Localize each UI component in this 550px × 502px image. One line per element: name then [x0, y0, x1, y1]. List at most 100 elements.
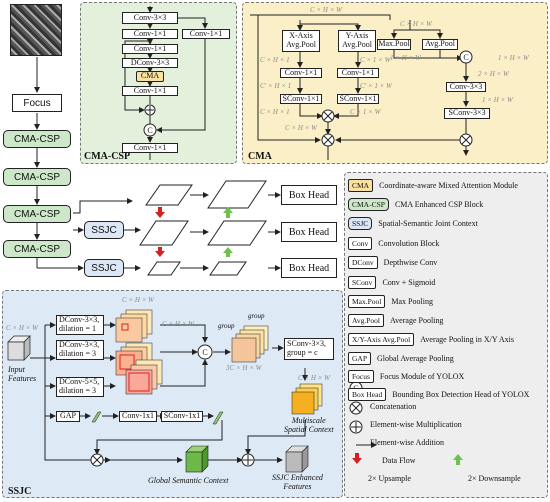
legend-down-desc: 2× Downsample: [468, 474, 521, 483]
pyramid-plane: [209, 261, 247, 276]
box-head-1: Box Head: [281, 185, 337, 205]
box-head-3: Box Head: [281, 258, 337, 278]
legend-key: X/Y-Axis Avg.Pool: [348, 332, 415, 346]
ssjc-branch-2-dim: C × H × W: [162, 320, 195, 328]
legend-item-focus: Focus Focus Module of YOLOX: [348, 369, 464, 383]
ssjc-gap: GAP: [56, 411, 80, 422]
csp-dconv3x3: DConv-3×3: [122, 58, 178, 68]
legend-key: CMA: [348, 178, 374, 192]
cma-dim-in-right: C × H × W: [400, 20, 433, 28]
ssjc-branch-2: DConv-3×3, dilation = 3: [56, 340, 104, 360]
cma-dim-conv-l-out: C' × H × 1: [260, 82, 292, 90]
legend-key: Max.Pool: [348, 294, 386, 308]
enhanced-feature-cube: [285, 445, 309, 473]
cma-dim-maxpool-out: 1 × H × W: [390, 54, 421, 62]
ssjc-branch-1: DConv-3×3, dilation = 1: [56, 315, 104, 335]
legend-flow-desc: Data Flow: [382, 456, 416, 465]
legend-mul-desc: Element-wise Multiplication: [370, 420, 462, 429]
pyramid-plane: [145, 184, 193, 206]
legend-item-sconv: SConv Conv + Sigmoid: [348, 275, 435, 289]
legend-key: GAP: [348, 351, 372, 365]
legend-key: Focus: [348, 369, 374, 383]
legend-add-desc: Element-wise Addition: [370, 438, 444, 447]
ssjc-multiscale-label: Multiscale Spatial Context: [284, 416, 334, 434]
legend-key: CMA-CSP: [348, 197, 389, 211]
cma-sconv-right: SConv-1×1: [337, 94, 379, 104]
pyramid-plane: [147, 261, 181, 276]
cma-csp-block-3: CMA-CSP: [3, 205, 71, 223]
pyramid-plane: [207, 180, 267, 209]
cma-dim-mul-out: C × H × W: [285, 124, 318, 132]
upsample-arrows: [155, 207, 362, 464]
legend-key: SSJC: [348, 216, 373, 230]
ssjc-title: SSJC: [8, 486, 32, 497]
multiscale-spatial-stack: [291, 383, 323, 415]
legend-desc: Bounding Box Detection Head of YOLOX: [392, 389, 530, 399]
pyramid-plane: [139, 220, 189, 246]
cma-sconv3x3: SConv-3×3: [444, 108, 490, 119]
ssjc-global-label: Global Semantic Context: [148, 476, 229, 485]
legend-item-conv: Conv Convolution Block: [348, 236, 439, 250]
csp-conv3x3: Conv-3×3: [122, 12, 178, 24]
gap-vector-1: [91, 411, 102, 423]
cma-dim-sconv-l-out: C × H × 1: [260, 108, 290, 116]
legend-concat-desc: Concatenation: [370, 402, 417, 411]
input-image-thumbnail: [10, 4, 62, 56]
downsample-arrows: [223, 207, 463, 465]
ssjc-block-1: SSJC: [84, 221, 124, 239]
csp-conv1x1-a: Conv-1×1: [122, 29, 178, 39]
branch-features-3: [125, 359, 163, 395]
cma-csp-title: CMA-CSP: [84, 151, 131, 162]
cma-sconv-left: SConv-1×1: [280, 94, 322, 104]
csp-conv1x1-side: Conv-1×1: [182, 29, 230, 39]
legend-item-xy-avgpool: X/Y-Axis Avg.Pool Average Pooling in X/Y…: [348, 332, 514, 346]
legend-key: Avg.Pool: [348, 313, 384, 327]
ssjc-conv1x1: Conv-1x1: [119, 411, 157, 422]
concat-c-cma: C: [463, 53, 468, 62]
legend-desc: Convolution Block: [378, 238, 440, 248]
legend-key: DConv: [348, 255, 378, 269]
legend-item-cma-csp: CMA-CSP CMA Enhanced CSP Block: [348, 197, 483, 211]
cma-conv3x3: Conv-3×3: [446, 82, 486, 92]
legend-desc: Depthwise Conv: [383, 257, 438, 267]
focus-block: Focus: [12, 94, 62, 112]
global-semantic-cube: [185, 445, 209, 473]
legend-item-cma: CMA Coordinate-aware Mixed Attention Mod…: [348, 178, 518, 192]
legend-item-dconv: DConv Depthwise Conv: [348, 255, 437, 269]
ssjc-branch-3: DConv-5×5, dilation = 3: [56, 377, 104, 397]
csp-conv1x1-out: Conv-1×1: [122, 143, 178, 153]
ssjc-enhanced-label: SSJC Enhanced Features: [272, 473, 323, 491]
cma-avgpool: Avg.Pool: [422, 39, 458, 50]
legend-up-desc: 2× Upsample: [368, 474, 411, 483]
csp-cma: CMA: [136, 71, 164, 82]
cma-dim-conv-r-out: C' × 1 × W: [360, 82, 392, 90]
csp-conv1x1-c: Conv-1×1: [122, 86, 178, 96]
ssjc-group-label-b: group: [218, 322, 235, 330]
cma-dim-sconv-r-out: C × 1 × W: [350, 108, 381, 116]
cma-concat-operator: [459, 50, 473, 64]
legend-key: Conv: [348, 236, 373, 250]
cma-dim-ypool-out: C × 1 × W: [360, 56, 391, 64]
ssjc-sconv1x1: SConv-1x1: [161, 411, 203, 422]
cma-dim-in-left: C × H × W: [310, 6, 343, 14]
legend-key: SConv: [348, 275, 377, 289]
ssjc-out-dim: C × H × W: [298, 374, 331, 382]
csp-conv1x1-b: Conv-1×1: [122, 44, 178, 54]
legend-key: Box Head: [348, 387, 387, 401]
ssjc-concat-operator: [197, 344, 213, 360]
cma-xpool: X-Axis Avg.Pool: [282, 30, 320, 52]
cma-csp-block-2: CMA-CSP: [3, 168, 71, 186]
legend-desc: Focus Module of YOLOX: [379, 371, 465, 381]
ssjc-branch-1-dim: C × H × W: [122, 296, 155, 304]
cma-dim-xpool-out: C × H × 1: [260, 56, 290, 64]
concat-operator: [143, 123, 157, 137]
legend-item-ssjc: SSJC Spatial-Semantic Joint Context: [348, 216, 478, 230]
legend-desc: CMA Enhanced CSP Block: [394, 199, 484, 209]
ssjc-sconv-group: SConv-3×3, group = c: [284, 338, 334, 360]
concat-c-ssjc: C: [202, 348, 207, 357]
ssjc-input-dim: C × H × W: [6, 324, 39, 332]
cma-dim-concat-out: 2 × H × W: [478, 70, 509, 78]
legend-desc: Coordinate-aware Mixed Attention Module: [379, 180, 518, 190]
cma-conv-right: Conv-1×1: [337, 68, 379, 78]
